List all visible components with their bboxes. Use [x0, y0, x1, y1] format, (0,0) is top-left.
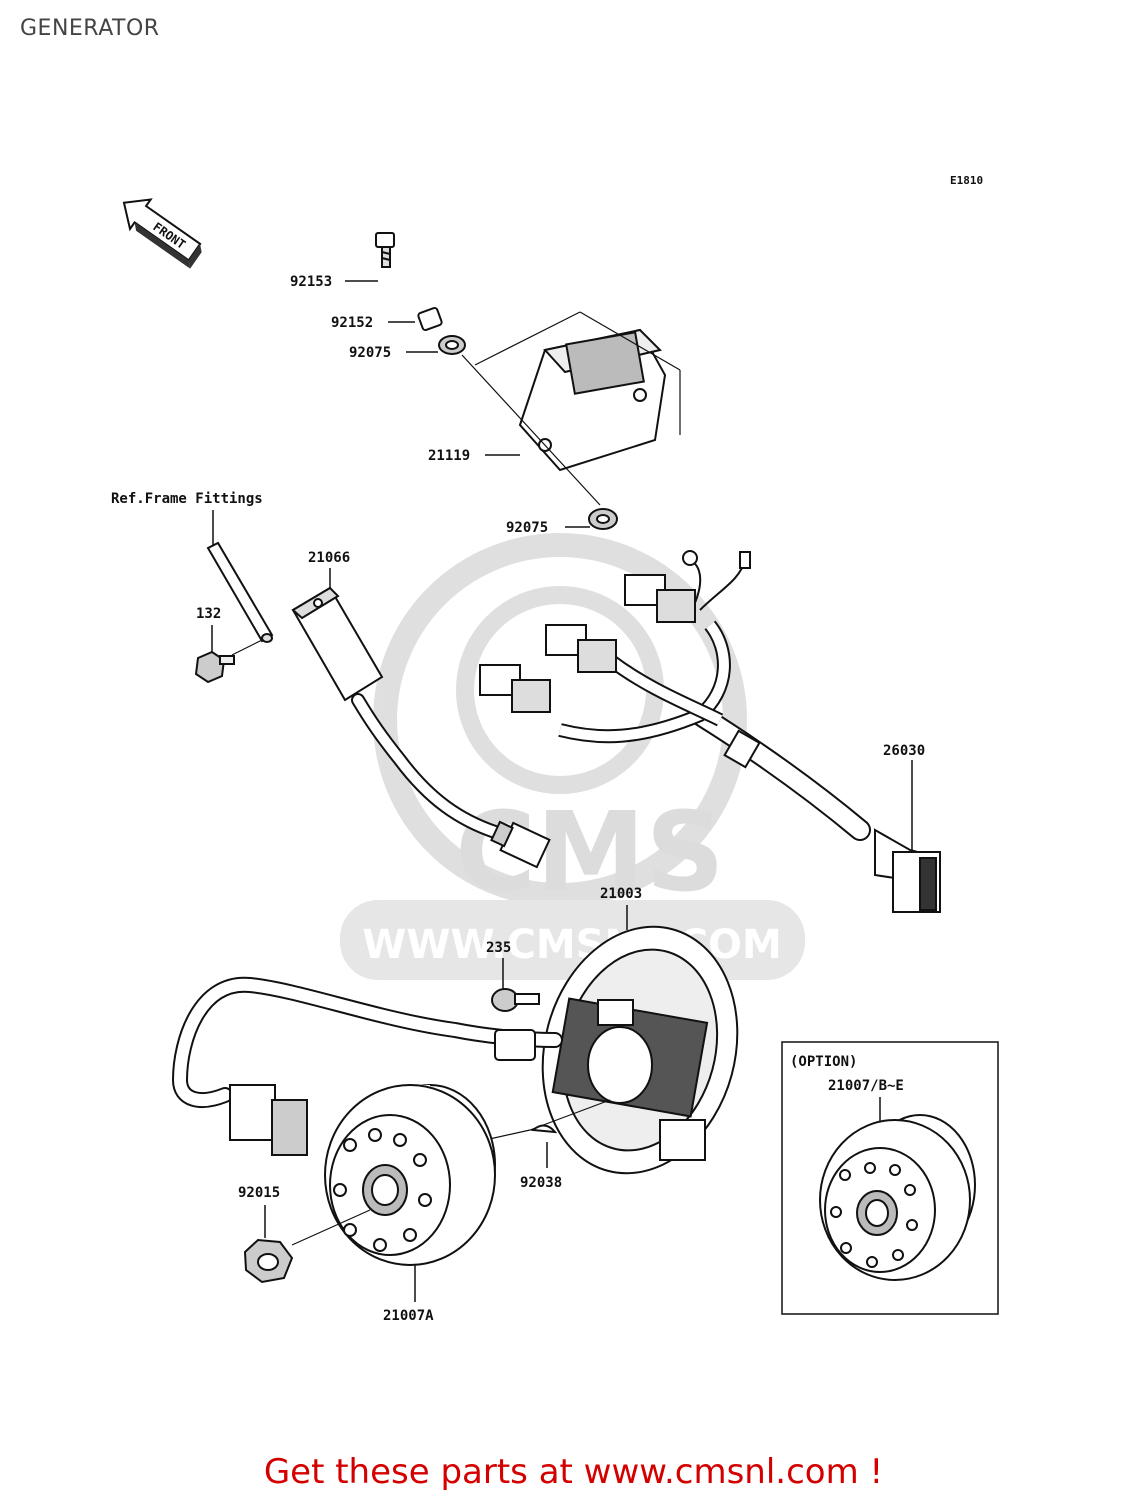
option-box: (OPTION) 21007/B~E [781, 1041, 999, 1315]
part-label-21003: 21003 [600, 886, 642, 902]
cdi-connector [490, 820, 551, 869]
option-heading: (OPTION) [790, 1054, 857, 1070]
rotor-21007a [324, 1084, 496, 1266]
part-label-92075-top: 92075 [349, 345, 391, 361]
part-label-21007a: 21007A [383, 1308, 434, 1324]
wire-harness-26030 [558, 550, 871, 841]
bolt-92153 [375, 232, 395, 268]
bolt-235 [491, 988, 540, 1012]
cdi-unit-21066 [291, 586, 384, 702]
main-harness-connector [874, 828, 941, 913]
part-label-92038: 92038 [520, 1175, 562, 1191]
part-label-92153: 92153 [290, 274, 332, 290]
harness-connector-2 [545, 624, 617, 673]
harness-connector-1 [624, 574, 696, 623]
grommet-92075-bottom [588, 508, 618, 530]
figure-code: E1810 [950, 174, 983, 187]
woodruff-key-92038 [530, 1124, 558, 1134]
collar-92152 [417, 306, 443, 332]
watermark-logo-text: CMS [455, 788, 724, 916]
cmsnl-watermark: CMS WWW.CMSNL.COM [340, 533, 805, 980]
option-rotor [819, 1114, 976, 1281]
front-arrow-icon: FRONT [122, 198, 202, 269]
watermark-url-text: WWW.CMSNL.COM [362, 922, 782, 968]
stator-lead-clamp [494, 1029, 536, 1061]
footer-link[interactable]: Get these parts at www.cmsnl.com ! [263, 1452, 884, 1492]
part-label-92075-bottom: 92075 [506, 520, 548, 536]
frame-fitting [206, 541, 274, 643]
nut-92015 [243, 1238, 294, 1284]
part-label-235: 235 [486, 940, 511, 956]
page-title: GENERATOR [20, 16, 160, 41]
stator-connector [229, 1084, 308, 1156]
part-label-26030: 26030 [883, 743, 925, 759]
ref-frame-fittings-label: Ref.Frame Fittings [111, 491, 263, 507]
part-label-21119: 21119 [428, 448, 470, 464]
bolt-132 [194, 650, 235, 684]
part-label-21066: 21066 [308, 550, 350, 566]
stator-21003 [541, 925, 739, 1175]
bracket-21119 [518, 328, 667, 472]
part-label-92015: 92015 [238, 1185, 280, 1201]
option-part-label: 21007/B~E [828, 1078, 904, 1094]
harness-connector-3 [479, 664, 551, 713]
part-label-92152: 92152 [331, 315, 373, 331]
grommet-92075-top [438, 335, 466, 355]
part-label-132: 132 [196, 606, 221, 622]
generator-diagram: CMS WWW.CMSNL.COM E1810 FRONT 92153 9215… [111, 174, 999, 1324]
